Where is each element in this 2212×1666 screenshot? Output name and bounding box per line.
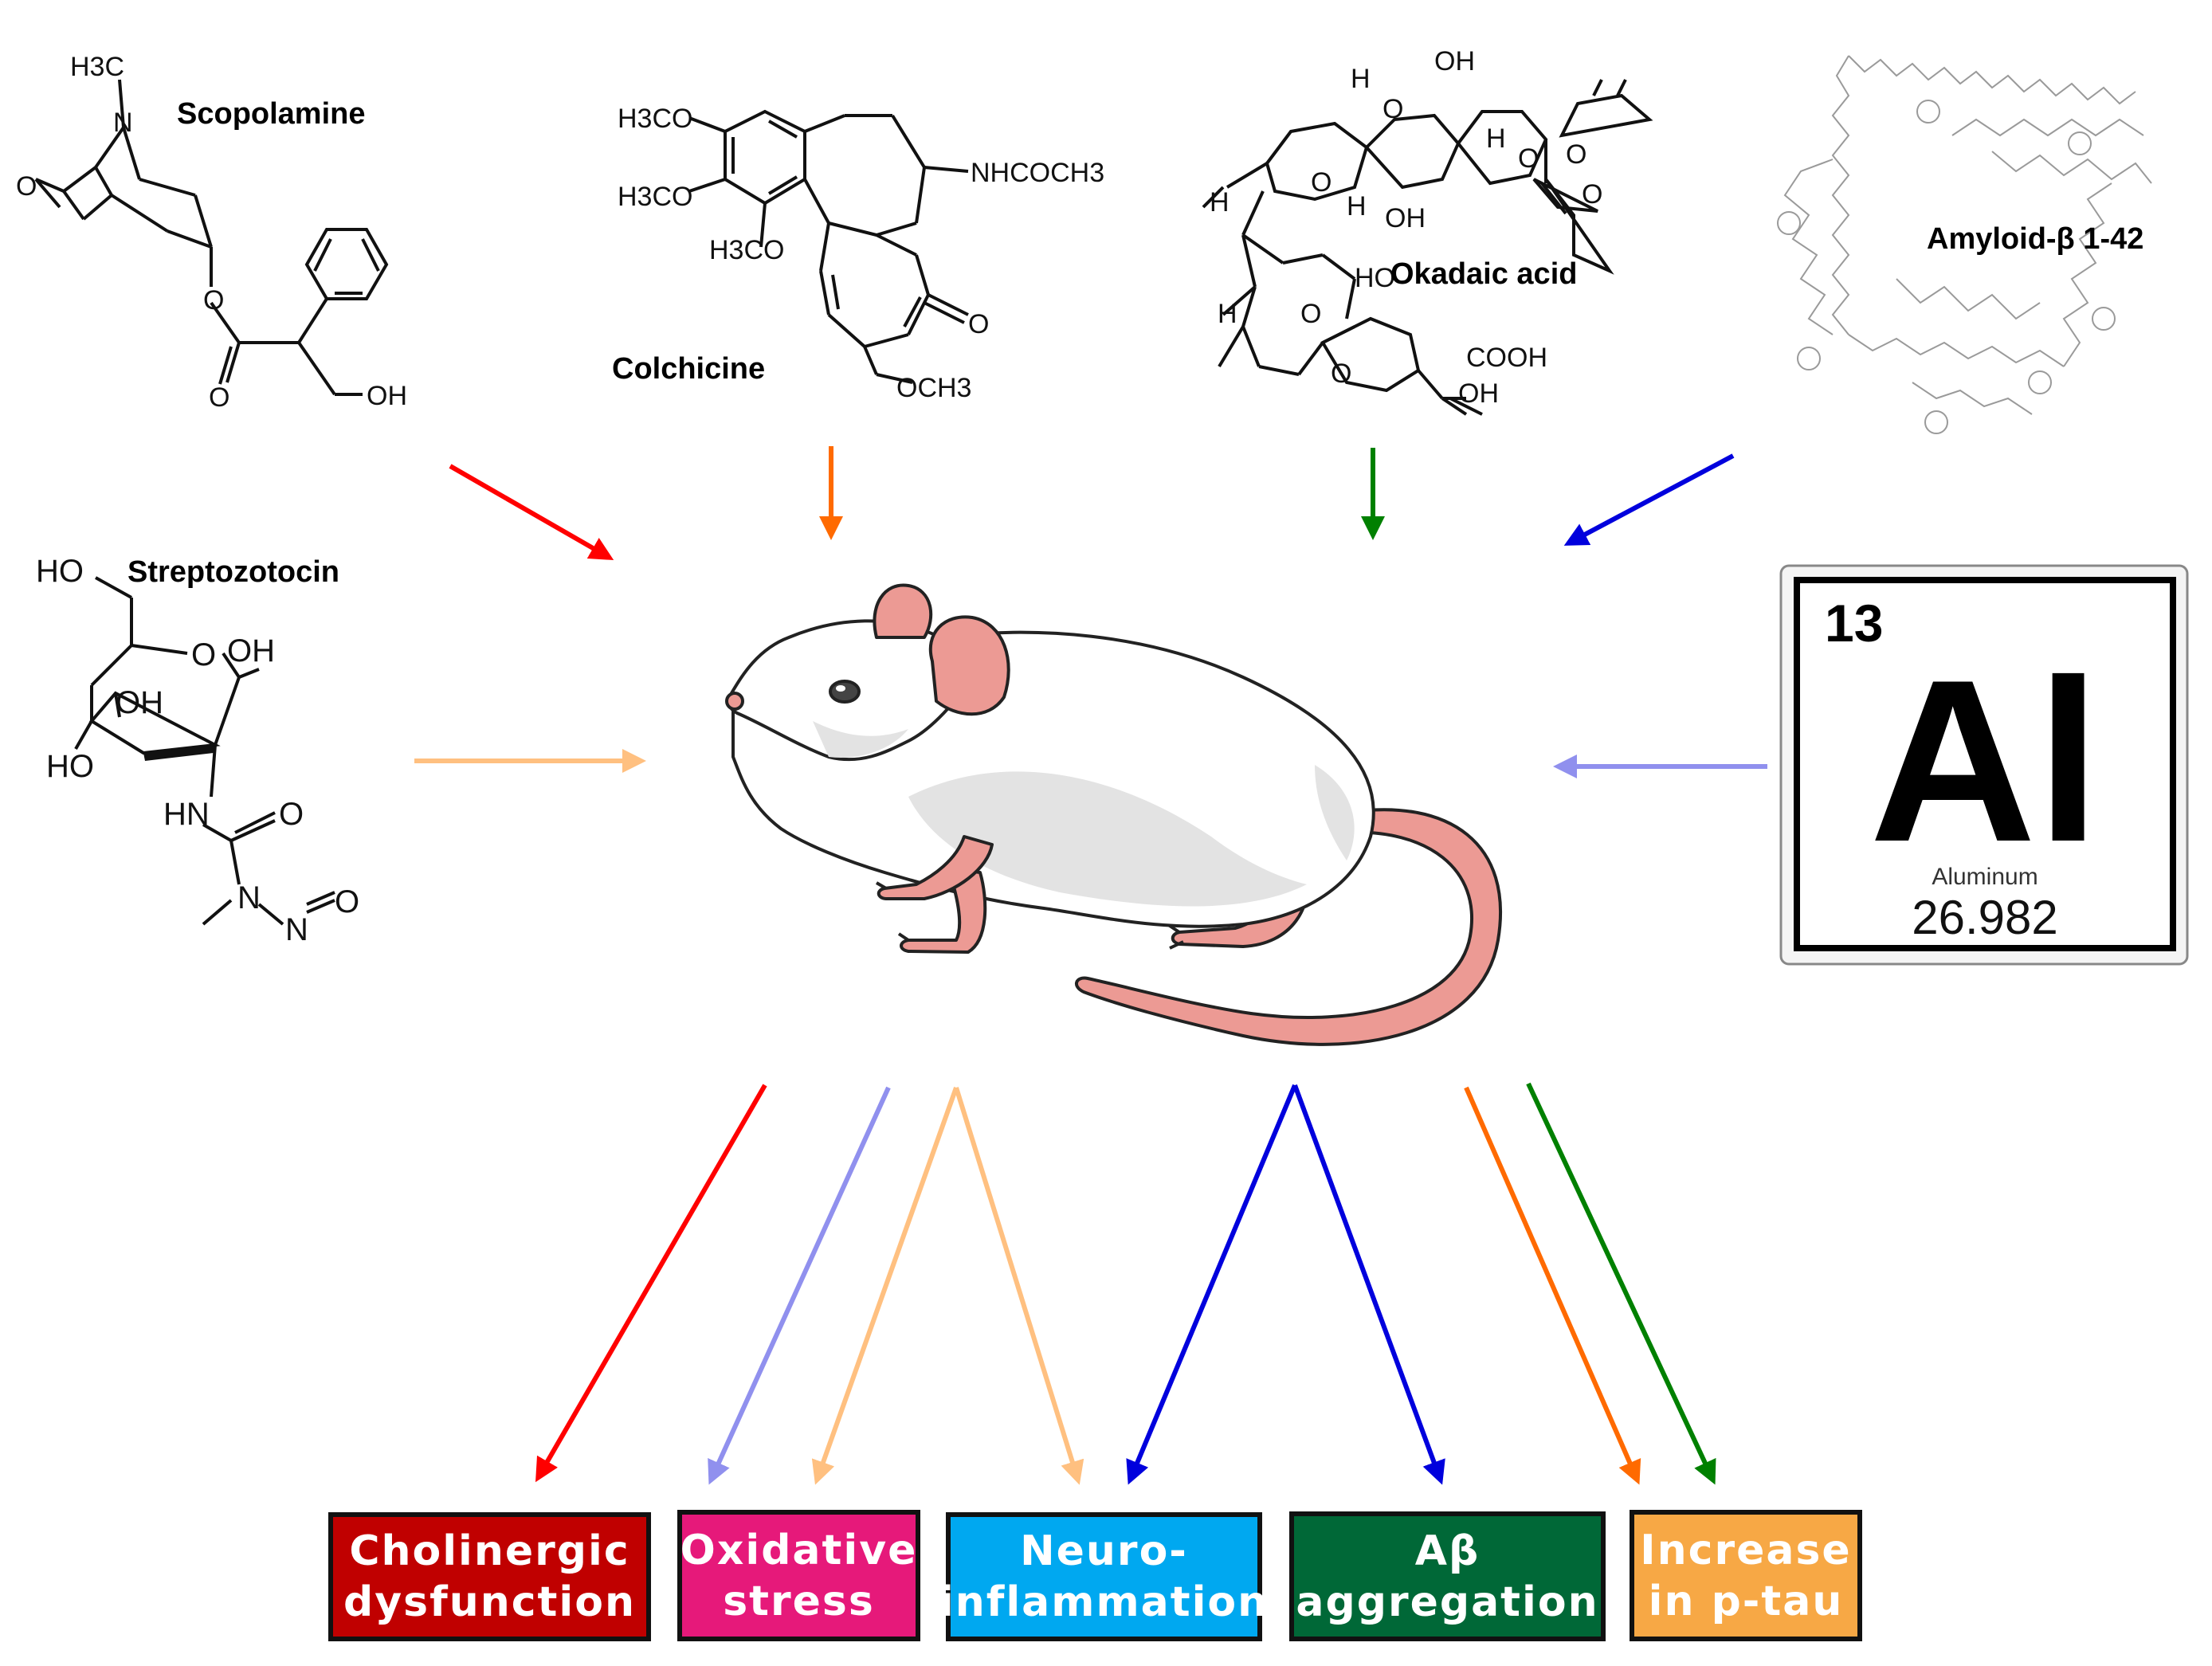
amyloid-beta-structure — [1777, 55, 2152, 434]
streptozotocin-wedge — [143, 745, 215, 761]
okadaic-atom-o-7: O — [1331, 359, 1351, 389]
streptozotocin-atom-o-nitroso: O — [335, 884, 359, 919]
okadaic-atom-ho: HO — [1355, 263, 1395, 293]
streptozotocin-atom-o-carbonyl: O — [279, 797, 304, 832]
scopolamine-label: Scopolamine — [177, 97, 366, 131]
okadaic-acid-structure — [1202, 79, 1653, 416]
colchicine-atom-h3co-2: H3CO — [618, 182, 692, 212]
outcome-neuro-line1: Neuro- — [1020, 1527, 1188, 1575]
arrow-al-to-oxidative-stress — [708, 1086, 891, 1485]
arrow-okadaic-to-ptau — [1526, 1082, 1716, 1485]
streptozotocin-atom-hn: HN — [163, 797, 210, 832]
arrow-scopolamine-to-rat — [449, 464, 614, 560]
aluminum-atomic-number: 13 — [1825, 594, 1883, 653]
scopolamine-atom-h3c: H3C — [70, 52, 124, 82]
aluminum-symbol: Al — [1869, 632, 2100, 890]
okadaic-atom-o-3: O — [1311, 167, 1332, 198]
colchicine-label: Colchicine — [612, 352, 765, 386]
outcome-ptau-line2: in p-tau — [1648, 1577, 1844, 1625]
okadaic-atom-cooh: COOH — [1466, 343, 1547, 373]
outcome-cholinergic-line1: Cholinergic — [349, 1527, 630, 1575]
arrow-stz-to-neuroinflammation — [954, 1087, 1084, 1485]
arrow-stz-to-oxidative-stress — [811, 1086, 959, 1485]
colchicine-structure — [688, 109, 969, 384]
aluminum-element-tile — [1779, 564, 2189, 966]
aluminum-name: Aluminum — [1932, 864, 2037, 890]
okadaic-atom-h-mid: H — [1347, 191, 1367, 221]
arrow-amyloid-to-abeta-aggregation — [1292, 1084, 1445, 1485]
colchicine-atom-h3co-1: H3CO — [618, 104, 692, 134]
arrow-colchicine-to-ptau — [1464, 1086, 1641, 1485]
okadaic-acid-label: Okadaic acid — [1390, 257, 1577, 291]
okadaic-atom-oh-top: OH — [1434, 46, 1475, 76]
okadaic-atom-h-lower: H — [1218, 299, 1237, 329]
scopolamine-atom-o-ester: O — [203, 285, 224, 316]
okadaic-atom-h-left: H — [1210, 187, 1230, 218]
okadaic-atom-oh-bottom: OH — [1458, 378, 1499, 409]
arrow-to-cholinergic-dysfunction — [535, 1084, 767, 1483]
okadaic-atom-o-6: O — [1300, 299, 1321, 329]
scopolamine-atom-oh: OH — [367, 381, 407, 411]
arrow-amyloid-to-neuroinflammation — [1126, 1084, 1297, 1485]
outcome-oxidative-line2: stress — [723, 1577, 875, 1625]
streptozotocin-atom-oh-2: OH — [116, 685, 163, 720]
streptozotocin-atom-o-ring: O — [191, 637, 216, 672]
outcome-abeta-line2: aggregation — [1296, 1578, 1599, 1626]
outcome-abeta-line1: Aβ — [1414, 1527, 1481, 1575]
outcome-ptau-line1: Increase — [1640, 1526, 1852, 1574]
colchicine-atom-och3: OCH3 — [896, 373, 971, 403]
outcome-neuro-line2: inflammation — [939, 1578, 1269, 1626]
streptozotocin-atom-n-2: N — [285, 912, 308, 947]
okadaic-atom-o-5: O — [1582, 179, 1602, 210]
okadaic-atom-o-4: O — [1566, 139, 1586, 170]
streptozotocin-atom-oh-1: OH — [227, 633, 275, 668]
streptozotocin-atom-ho-bottom: HO — [46, 749, 94, 784]
scopolamine-structure — [34, 79, 389, 396]
outcome-cholinergic-line2: dysfunction — [343, 1578, 636, 1626]
scopolamine-atom-o-carbonyl: O — [209, 382, 229, 413]
scopolamine-atom-n: N — [113, 108, 133, 138]
amyloid-beta-label: Amyloid-β 1-42 — [1927, 222, 2143, 256]
streptozotocin-atom-n-1: N — [237, 880, 261, 915]
streptozotocin-label: Streptozotocin — [127, 555, 339, 589]
okadaic-atom-h-right: H — [1486, 123, 1506, 154]
aluminum-atomic-mass: 26.982 — [1912, 891, 2058, 944]
streptozotocin-atom-ho-top: HO — [36, 554, 84, 589]
colchicine-atom-h3co-3: H3CO — [709, 235, 784, 265]
okadaic-atom-h-top: H — [1351, 64, 1371, 94]
outcome-neuroinflammation: Neuro-inflammation — [939, 1512, 1267, 1641]
scopolamine-atom-o-epoxide: O — [16, 171, 37, 202]
outcome-oxidative-line1: Oxidative — [680, 1526, 918, 1574]
colchicine-atom-o: O — [968, 309, 989, 339]
okadaic-atom-o-2: O — [1518, 143, 1539, 174]
okadaic-atom-oh-mid: OH — [1385, 203, 1426, 233]
okadaic-atom-o-1: O — [1382, 94, 1403, 124]
colchicine-atom-nhcoch3: NHCOCH3 — [971, 158, 1104, 188]
arrow-amyloid-to-rat — [1563, 453, 1735, 546]
rat-illustration — [725, 583, 1503, 1046]
